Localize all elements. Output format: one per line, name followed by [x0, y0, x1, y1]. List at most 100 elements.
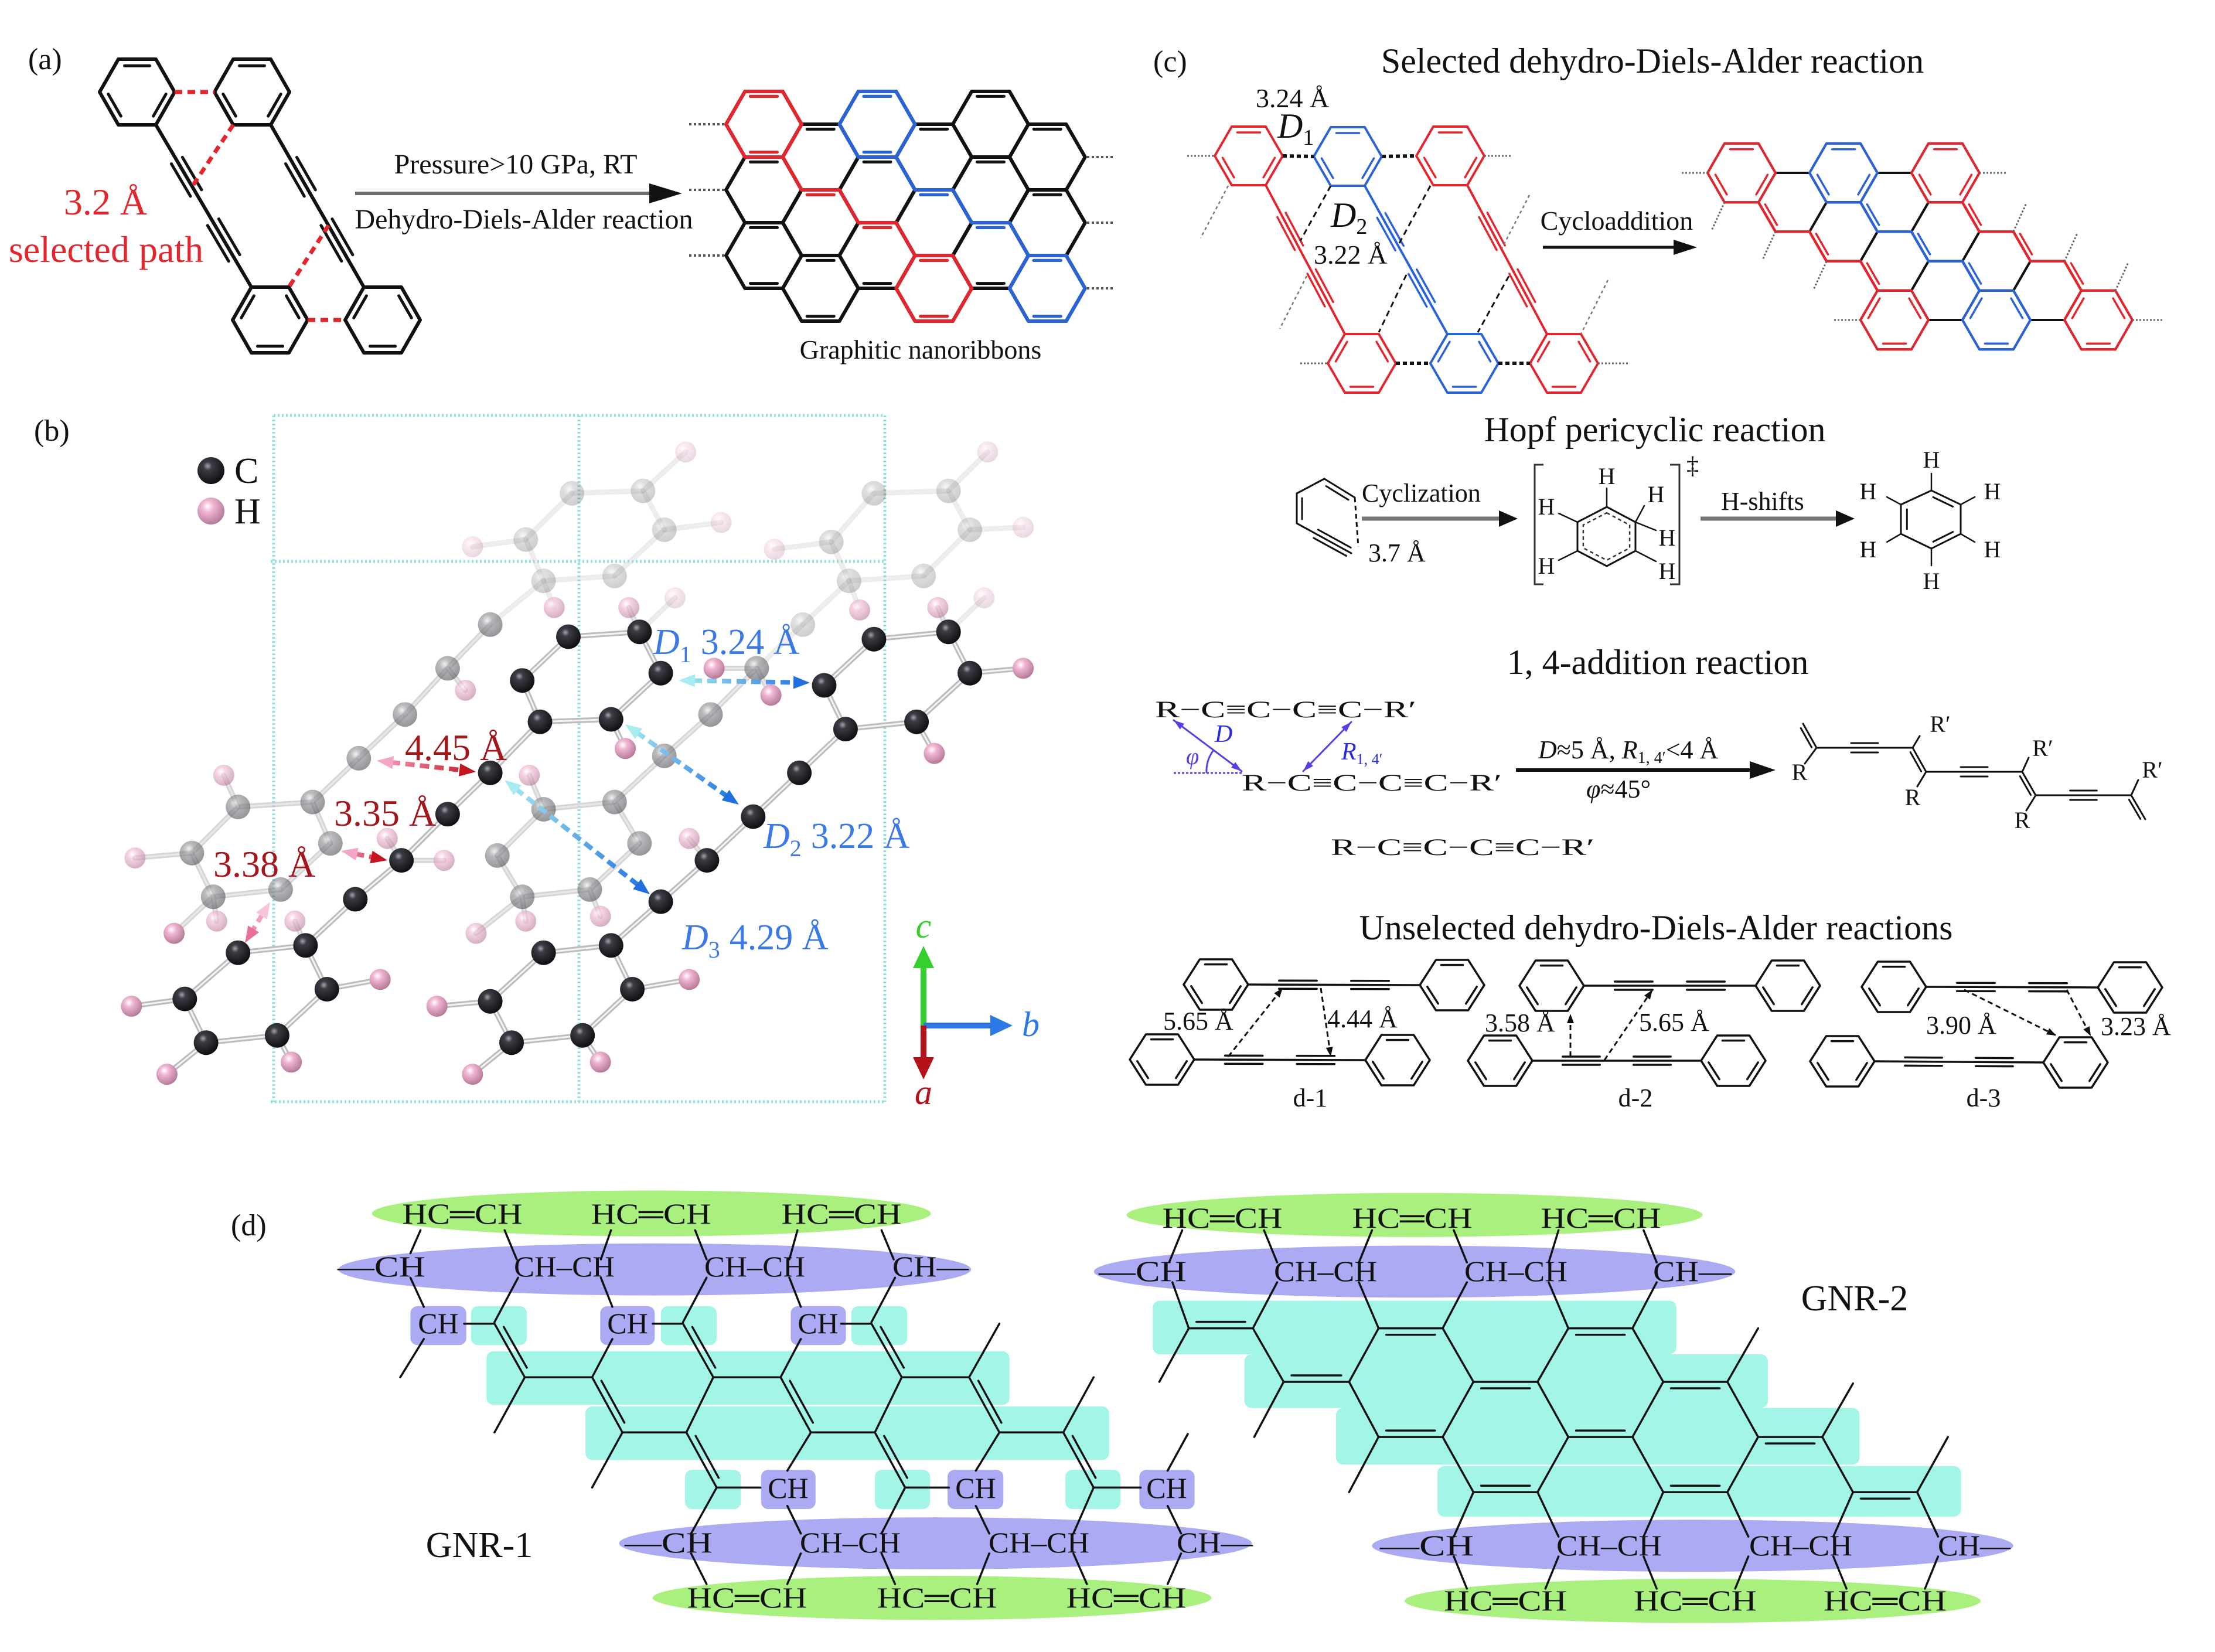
carbon-atom	[836, 568, 861, 594]
methine-group: CH—	[892, 1250, 969, 1283]
double-bond-line	[285, 294, 301, 319]
partial-bond-ring	[1582, 512, 1631, 561]
carbon-atom	[293, 933, 318, 958]
benzene-h-label: H	[1984, 478, 2001, 505]
ribbon-bond	[1348, 1327, 1380, 1383]
hydrogen-atom	[156, 1064, 178, 1085]
ribbon-bond	[968, 1322, 1001, 1378]
carbon-atom	[172, 986, 197, 1011]
ribbon-bond	[591, 1431, 623, 1489]
benzene-h-label: H	[1860, 478, 1877, 505]
hopf-distance-label: 3.7 Å	[1368, 539, 1426, 567]
r-index: 1, 4′	[1357, 751, 1383, 768]
c-axis-label: c	[916, 907, 932, 945]
selected-path-contact	[190, 124, 235, 188]
ribbon-bond	[1734, 1555, 1750, 1590]
carbon-atom	[812, 673, 837, 698]
h-shift-arrow-head	[1836, 510, 1855, 527]
methine-pair: CH–CH	[1556, 1529, 1662, 1562]
double-bond-line	[2143, 988, 2156, 1007]
hydrogen-atom	[376, 827, 398, 849]
carbon-atom	[200, 884, 226, 910]
triple-bond-line	[1517, 268, 1536, 304]
double-bond-line	[1372, 1061, 1385, 1080]
diyne-chain	[1466, 184, 1548, 335]
triple-bond-line	[295, 156, 317, 192]
vinylene-highlight	[1405, 1579, 1981, 1623]
product-double-bond	[2019, 233, 2033, 256]
product-path-bond	[2063, 260, 2083, 292]
product-path-bond	[1961, 260, 1981, 292]
double-bond-line	[240, 294, 255, 319]
diyne-chain	[269, 123, 366, 289]
phenyl-ring	[1419, 959, 1485, 1011]
double-bond-line	[1762, 986, 1775, 1006]
product-substituent: R	[1905, 784, 1921, 810]
methine-group: CH—	[1653, 1255, 1732, 1287]
ribbon-bond	[1544, 1555, 1560, 1590]
double-bond-line	[1478, 340, 1492, 363]
double-bond-line	[1229, 985, 1242, 1004]
legend-hydrogen-label: H	[234, 492, 261, 532]
distance-arrow-3-38-head	[245, 925, 259, 943]
double-bond-line	[2104, 988, 2117, 1007]
distance-arrow-3-38	[250, 912, 265, 932]
ribbon-continuation	[2012, 203, 2027, 232]
product-ring	[1808, 201, 1879, 263]
polymer-bond	[1804, 747, 1818, 765]
ribbon-continuation	[1710, 202, 1726, 231]
ribbon-bond	[1726, 1491, 1750, 1538]
triple-bond-line	[330, 217, 355, 257]
triple-bond-line	[1376, 216, 1396, 251]
condition-d-symbol: D	[1538, 735, 1557, 764]
aromatic-highlight	[685, 1470, 741, 1509]
double-bond-line	[1465, 986, 1478, 1005]
ribbon-bond	[681, 1276, 708, 1323]
hydrogen-atom	[281, 1051, 302, 1073]
selected-distance-value: 3.2 Å	[64, 181, 147, 223]
contact-distance-arrowhead	[2083, 1026, 2091, 1036]
vinylene-group: HC═CH	[877, 1581, 997, 1614]
ribbon-bond	[599, 1276, 614, 1308]
cyclization-distance-line	[1354, 497, 1359, 547]
d3-distance-a: 3.90 Å	[1926, 1011, 1996, 1040]
double-bond-line	[1932, 531, 1954, 543]
double-bond-line	[1857, 173, 1871, 196]
d-annotation: D	[1214, 721, 1232, 748]
ribbon-bond	[880, 1229, 895, 1261]
carbon-atom	[478, 760, 503, 785]
product-path-ring	[1706, 142, 1777, 204]
hydrogen-atom	[462, 1064, 483, 1085]
methine-highlight	[790, 1306, 846, 1346]
carbon-atom	[478, 612, 503, 637]
hydrogen-atom	[703, 658, 725, 679]
ribbon-bond	[1642, 1229, 1658, 1263]
triple-bond-line	[1478, 216, 1498, 251]
condition-r-index: 1, 4′	[1638, 749, 1666, 767]
vinylene-group: HC═CH	[1163, 1201, 1283, 1234]
ribbon-bond	[786, 1504, 802, 1535]
ribbon-bond	[1536, 1327, 1570, 1383]
nanoribbon-ring	[1007, 122, 1087, 192]
carbon-atom	[527, 709, 553, 734]
double-bond-line	[2128, 799, 2142, 820]
double-bond-line	[1932, 496, 1954, 507]
hydrogen-atom	[1013, 658, 1034, 679]
panel-b-label: (b)	[34, 414, 70, 448]
carbon-atom	[560, 481, 585, 506]
d1-index: 1	[1303, 125, 1314, 150]
hydrogen-atom	[369, 969, 391, 990]
methine-highlight	[1139, 1470, 1195, 1509]
carbon-atom	[861, 481, 887, 506]
hydrogen-atom	[710, 512, 732, 533]
ribbon-bond	[1916, 1491, 1940, 1538]
d-distance-arrow	[1173, 719, 1243, 772]
double-bond-line	[1334, 340, 1348, 363]
b-axis-arrow-icon	[990, 1015, 1013, 1036]
benzene-ring	[213, 57, 291, 127]
carbon-atom	[179, 840, 205, 866]
distance-arrow-d1-tail	[679, 674, 696, 687]
d2-distance-b: 5.65 Å	[1639, 1008, 1709, 1037]
distance-arrow-d2-tail	[625, 724, 643, 740]
